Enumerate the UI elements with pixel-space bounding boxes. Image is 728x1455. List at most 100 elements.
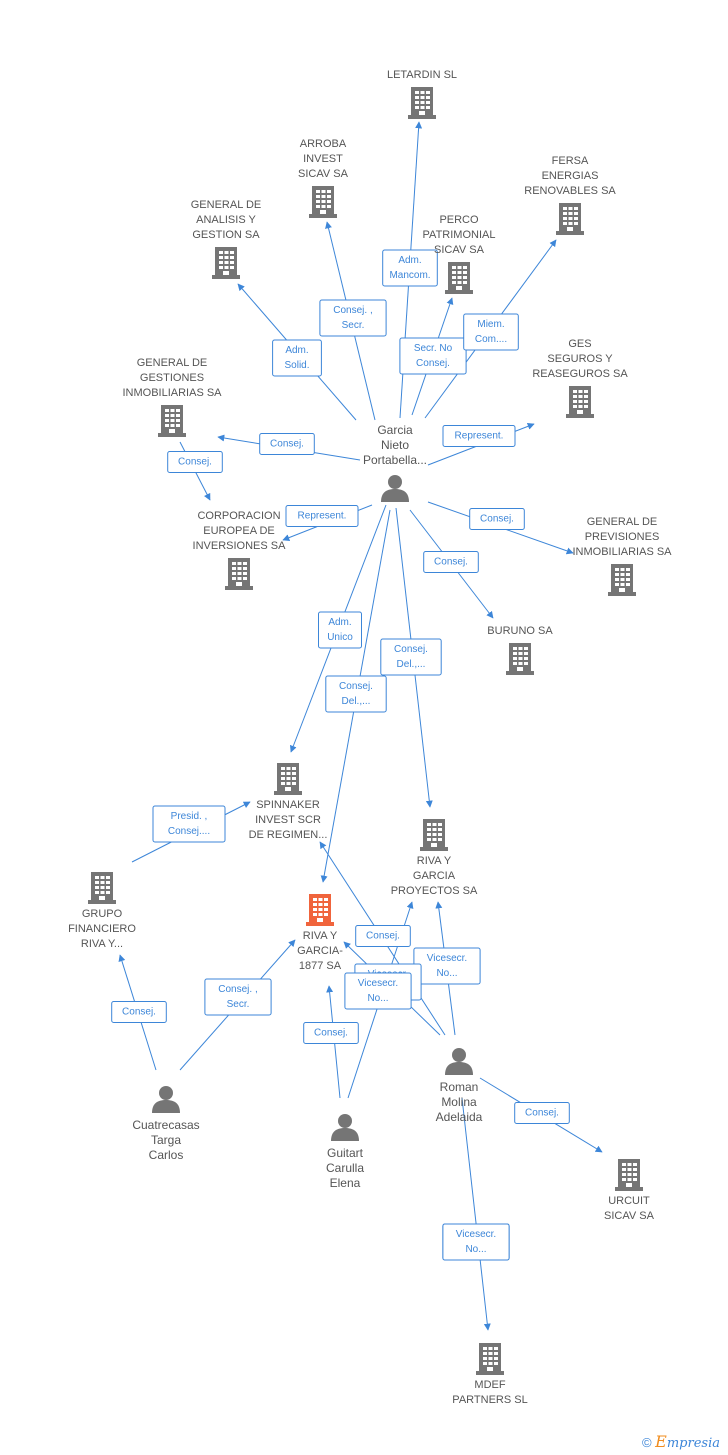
edge-label[interactable]: Consej. ,Secr.	[319, 299, 387, 337]
copyright-symbol: ©	[641, 1435, 652, 1450]
edge-label-text: Consej.	[270, 439, 304, 450]
person-icon	[331, 1114, 359, 1141]
node-label: INVERSIONES SA	[193, 540, 287, 552]
edge-label-text: Presid. ,	[171, 811, 208, 822]
edge-label-text: Consej.	[122, 1007, 156, 1018]
edge-label[interactable]: Adm.Solid.	[272, 339, 322, 377]
edge-label[interactable]: Consej.	[303, 1022, 359, 1044]
node-label: Cuatrecasas	[132, 1118, 199, 1132]
node-garcia-nieto[interactable]: GarciaNietoPortabella...	[363, 423, 427, 502]
edge-label-text: Adm.	[398, 255, 421, 266]
node-label: PERCO	[439, 214, 479, 226]
edge-label-text: Del.,...	[342, 696, 371, 707]
edge-label[interactable]: Consej.	[111, 1001, 167, 1023]
node-label: RENOVABLES SA	[524, 185, 616, 197]
building-icon	[158, 405, 186, 437]
node-label: RIVA Y...	[81, 938, 123, 950]
node-label: Targa	[151, 1133, 181, 1147]
node-label: Nieto	[381, 438, 409, 452]
person-icon	[445, 1048, 473, 1075]
edge-label-text: Consej.	[434, 557, 468, 568]
building-icon	[556, 203, 584, 235]
building-icon	[420, 819, 448, 851]
node-buruno[interactable]: BURUNO SA	[487, 625, 553, 675]
node-label: Garcia	[377, 423, 413, 437]
edge-label[interactable]: Represent.	[285, 505, 359, 527]
node-label: 1877 SA	[299, 960, 342, 972]
node-label: Adelaida	[436, 1110, 483, 1124]
node-label: BURUNO SA	[487, 625, 553, 637]
edge-label[interactable]: Consej.	[514, 1102, 570, 1124]
edge-label-text: Consej. ,	[333, 305, 372, 316]
building-icon	[566, 386, 594, 418]
edge-label[interactable]: Consej.	[259, 433, 315, 455]
edge-label[interactable]: Consej.Del.,...	[380, 638, 442, 676]
edge-label[interactable]: Consej. ,Secr.	[204, 978, 272, 1016]
node-label: REASEGUROS SA	[532, 368, 628, 380]
edge-label-text: Vicesecr.	[456, 1229, 496, 1240]
node-riva-1877[interactable]: RIVA Y GARCIA- 1877 SA	[297, 894, 343, 972]
node-label: PARTNERS SL	[452, 1394, 527, 1406]
edge-label-text: Adm.	[285, 345, 308, 356]
node-label: GARCIA-	[297, 945, 343, 957]
edge-label[interactable]: Consej.	[167, 451, 223, 473]
node-label: PREVISIONES	[585, 531, 660, 543]
node-label: SICAV SA	[604, 1210, 655, 1222]
building-icon	[212, 247, 240, 279]
node-label: Guitart	[327, 1146, 364, 1160]
edge-label[interactable]: Vicesecr. No...	[442, 1223, 510, 1261]
building-icon	[88, 872, 116, 904]
edge-line	[461, 1097, 491, 1331]
edge-label[interactable]: Presid. ,Consej....	[152, 805, 226, 843]
node-label: GESTION SA	[192, 229, 260, 241]
empresia-logo[interactable]: Empresia	[655, 1432, 720, 1451]
edge-label[interactable]: Vicesecr.No...	[344, 972, 412, 1010]
edge-label[interactable]: Consej. Del.,...	[325, 675, 387, 713]
edge-label-text: No...	[367, 993, 388, 1004]
node-label: FINANCIERO	[68, 923, 136, 935]
edge-label[interactable]: Represent.	[442, 425, 516, 447]
edge-label[interactable]: Miem.Com....	[463, 313, 519, 351]
node-letardin[interactable]: LETARDIN SL	[387, 69, 457, 119]
edge-label-text: Del.,...	[397, 659, 426, 670]
edge-label-text: Adm.	[328, 617, 351, 628]
node-label: FERSA	[552, 155, 589, 167]
node-label: Roman	[440, 1080, 479, 1094]
node-label: INMOBILIARIAS SA	[122, 387, 222, 399]
node-label: RIVA Y	[417, 855, 452, 867]
node-label: GENERAL DE	[587, 516, 658, 528]
edge-label[interactable]: Vicesecr.No...	[413, 947, 481, 985]
edge-label[interactable]: Adm.Unico	[318, 611, 362, 649]
edge-label[interactable]: Consej.	[423, 551, 479, 573]
edge-label-text: No...	[465, 1244, 486, 1255]
edge-label-text: Consej.	[339, 681, 373, 692]
building-icon	[408, 87, 436, 119]
node-label: INVEST SCR	[255, 814, 321, 826]
edge-label[interactable]: Adm. Mancom.	[382, 249, 438, 287]
node-label: RIVA Y	[303, 930, 338, 942]
edge-label-text: Mancom.	[389, 270, 430, 281]
edge-label-text: Vicesecr.	[427, 953, 467, 964]
edge-label-text: Represent.	[298, 511, 347, 522]
edge-label[interactable]: Consej.	[355, 925, 411, 947]
edge-label[interactable]: Consej.	[469, 508, 525, 530]
edge-label-text: Consej.	[416, 358, 450, 369]
